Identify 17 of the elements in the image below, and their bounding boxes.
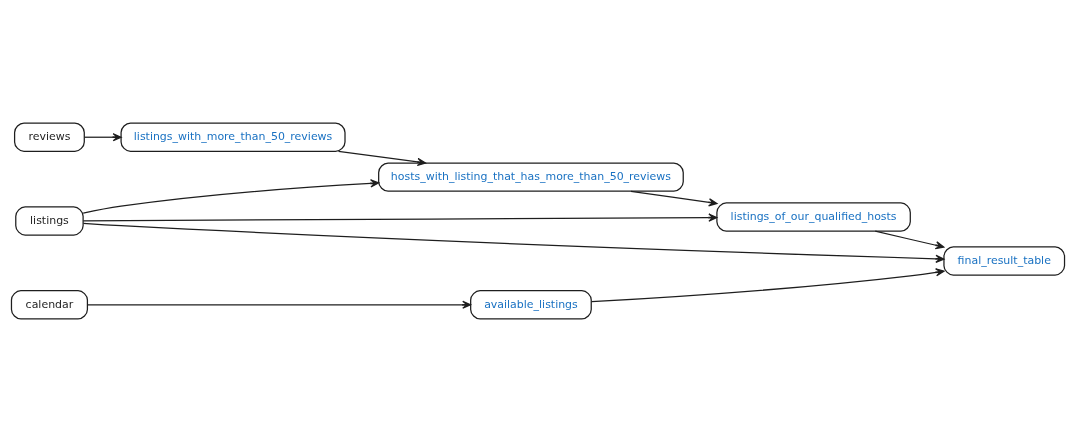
node-box: hosts_with_listing_that_has_more_than_50_reviews (378, 161, 684, 192)
arrow (337, 150, 427, 166)
node-box: calendar (10, 289, 89, 319)
arrow (590, 267, 945, 302)
arrow (874, 230, 945, 249)
arrow (82, 212, 718, 222)
arrow (82, 222, 945, 263)
node-box: available_listings (470, 289, 592, 319)
node-box: listings_of_our_qualified_hosts (716, 201, 911, 232)
node-box: final_result_table (943, 245, 1066, 276)
arrow (82, 178, 380, 214)
node-box: listings (15, 205, 84, 236)
arrow (630, 190, 718, 206)
node-box: listings_with_more_than_50_reviews (120, 122, 346, 152)
arrow (83, 132, 122, 141)
node-box: reviews (13, 122, 85, 152)
arrow (86, 300, 472, 309)
